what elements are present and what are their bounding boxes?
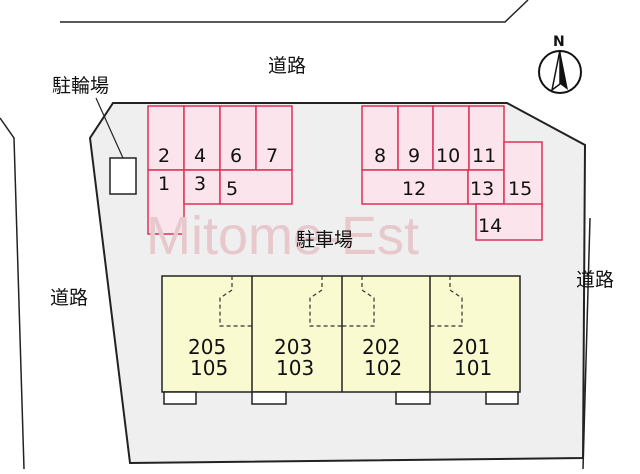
parking-space-6 (219, 105, 257, 171)
parking-number-13: 13 (470, 178, 494, 200)
parking-number-8: 8 (374, 145, 386, 167)
road-label-top: 道路 (268, 55, 306, 77)
balcony-tabs (163, 391, 519, 405)
parking-number-2: 2 (158, 145, 170, 167)
road-label-left: 道路 (50, 287, 88, 309)
parking-number-7: 7 (266, 145, 278, 167)
parking-number-6: 6 (230, 145, 242, 167)
parking-space-11 (468, 105, 505, 171)
parking-space-12 (361, 169, 469, 205)
parking-number-5: 5 (226, 178, 238, 200)
building-outline (161, 275, 521, 393)
north-arrow-icon: N (538, 34, 582, 94)
north-label: N (553, 34, 565, 50)
unit-103: 103 (276, 356, 314, 380)
parking-number-3: 3 (194, 173, 206, 195)
parking-space-14 (475, 203, 543, 241)
unit-205: 205 (188, 335, 226, 359)
parking-space-1 (147, 169, 185, 235)
parking-space-5 (219, 169, 293, 205)
parking-number-4: 4 (194, 145, 206, 167)
parking-space-15 (503, 141, 543, 209)
bicycle-parking-label: 駐輪場 (52, 75, 109, 97)
unit-203: 203 (274, 335, 312, 359)
bicycle-parking-box (109, 157, 137, 195)
parking-number-12: 12 (402, 178, 426, 200)
bicycle-parking-leader (95, 97, 124, 159)
unit-101: 101 (454, 356, 492, 380)
stair-markings (219, 276, 463, 327)
unit-202: 202 (362, 335, 400, 359)
parking-number-14: 14 (478, 215, 502, 237)
parking-space-8 (361, 105, 399, 171)
parking-number-11: 11 (472, 145, 496, 167)
unit-102: 102 (364, 356, 402, 380)
parking-space-10 (432, 105, 470, 171)
unit-105: 105 (190, 356, 228, 380)
parking-number-15: 15 (508, 178, 532, 200)
parking-space-3 (183, 169, 221, 205)
building: 205 105 203 103 202 102 201 101 (161, 275, 521, 405)
road-label-right: 道路 (576, 269, 614, 291)
watermark: Mitome-Est (146, 206, 419, 266)
parking-numbers: 2 4 6 7 1 3 5 8 9 10 11 12 13 15 14 (158, 145, 532, 237)
unit-201: 201 (452, 335, 490, 359)
parking-number-1: 1 (158, 173, 170, 195)
parking-block-left (147, 105, 293, 235)
parking-number-9: 9 (408, 145, 420, 167)
parking-lot-label: 駐車場 (296, 229, 353, 251)
parking-block-right (361, 105, 543, 241)
parking-number-10: 10 (436, 145, 460, 167)
